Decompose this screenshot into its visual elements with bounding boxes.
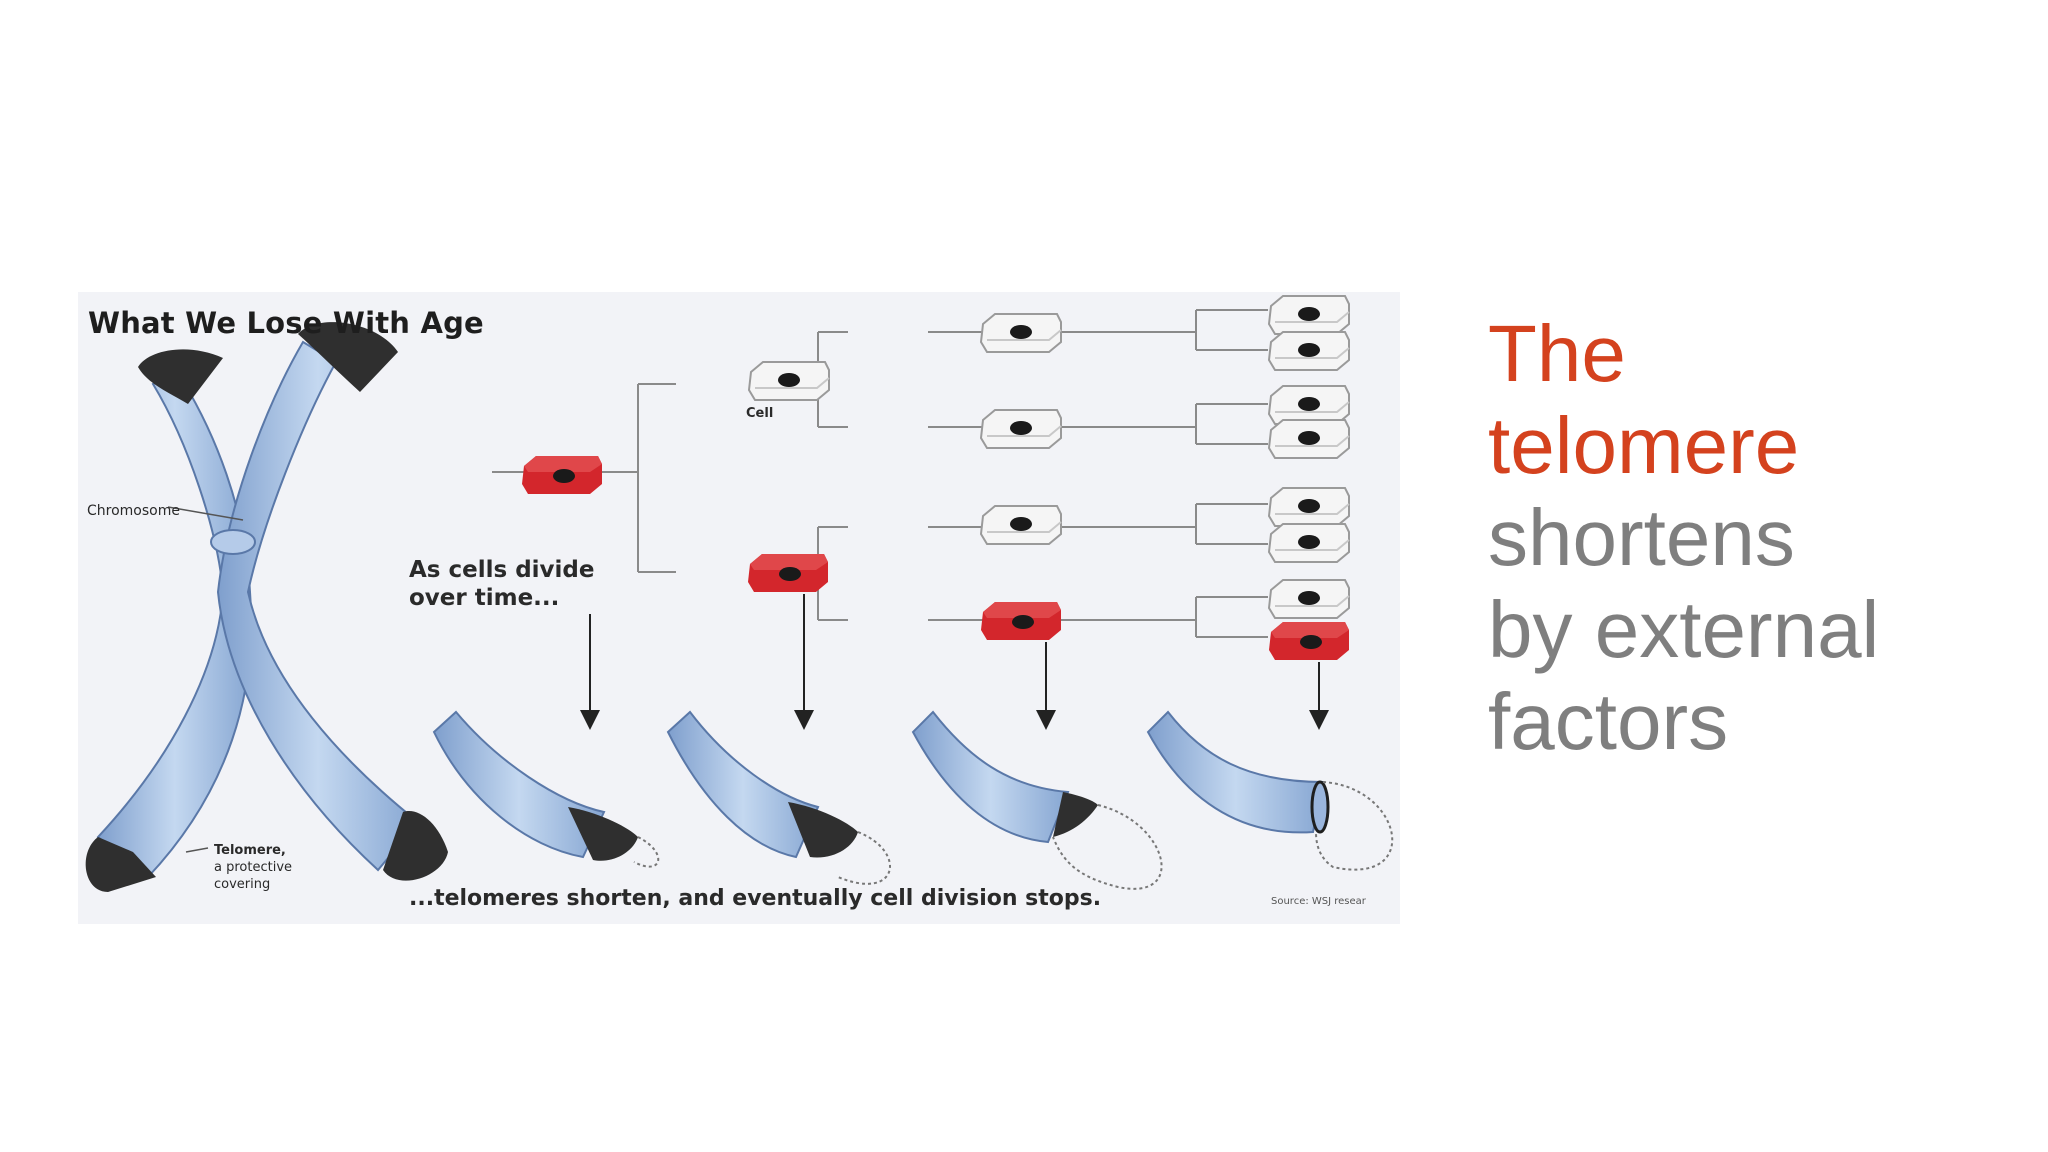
telomere-label-line3: covering xyxy=(214,877,271,892)
red-cell-icon xyxy=(748,554,828,592)
diagram-graphics xyxy=(85,295,1394,892)
caption-line-1: The xyxy=(1488,309,1626,398)
white-cell-icon xyxy=(980,313,1062,353)
telomere-end-icon xyxy=(432,710,660,868)
cell-label: Cell xyxy=(746,406,774,421)
diagram-title: What We Lose With Age xyxy=(88,306,484,340)
white-cell-icon xyxy=(1268,295,1350,335)
caption-line-3: shortens xyxy=(1488,493,1795,582)
red-cell-icon xyxy=(1269,622,1349,660)
white-cell-icon xyxy=(980,409,1062,449)
telomere-label: Telomere, a protective covering xyxy=(214,842,292,893)
white-cell-icon xyxy=(1268,385,1350,425)
telomere-end-icon xyxy=(1146,710,1394,871)
telomere-end-icon xyxy=(666,710,892,885)
telomere-label-line1: Telomere, xyxy=(214,843,286,858)
cells-divide-label: As cells divide over time... xyxy=(409,557,595,611)
telomere-diagram: What We Lose With Age Chromosome Cell Te… xyxy=(78,292,1400,924)
white-cell-icon xyxy=(1268,419,1350,459)
white-cell-icon xyxy=(1268,523,1350,563)
white-cell-icon xyxy=(980,505,1062,545)
white-cell-icon xyxy=(748,361,830,401)
white-cell-icon xyxy=(1268,331,1350,371)
source-note: Source: WSJ resear xyxy=(1271,896,1366,907)
white-cell-icon xyxy=(1268,487,1350,527)
caption-line-2: telomere xyxy=(1488,401,1800,490)
red-cell-icon xyxy=(981,602,1061,640)
chromosome-icon xyxy=(85,322,448,892)
bottom-caption: ...telomeres shorten, and eventually cel… xyxy=(409,886,1102,911)
arrow-down-icon xyxy=(580,594,1329,730)
caption-line-5: factors xyxy=(1488,677,1729,766)
red-cell-icon xyxy=(522,456,602,494)
caption-line-4: by external xyxy=(1488,585,1880,674)
chromosome-label: Chromosome xyxy=(87,503,180,519)
telomere-end-icon xyxy=(911,710,1163,890)
telomere-label-line2: a protective xyxy=(214,860,293,875)
white-cell-icon xyxy=(1268,579,1350,619)
slide-caption: The telomere shortens by external factor… xyxy=(1488,308,2008,768)
